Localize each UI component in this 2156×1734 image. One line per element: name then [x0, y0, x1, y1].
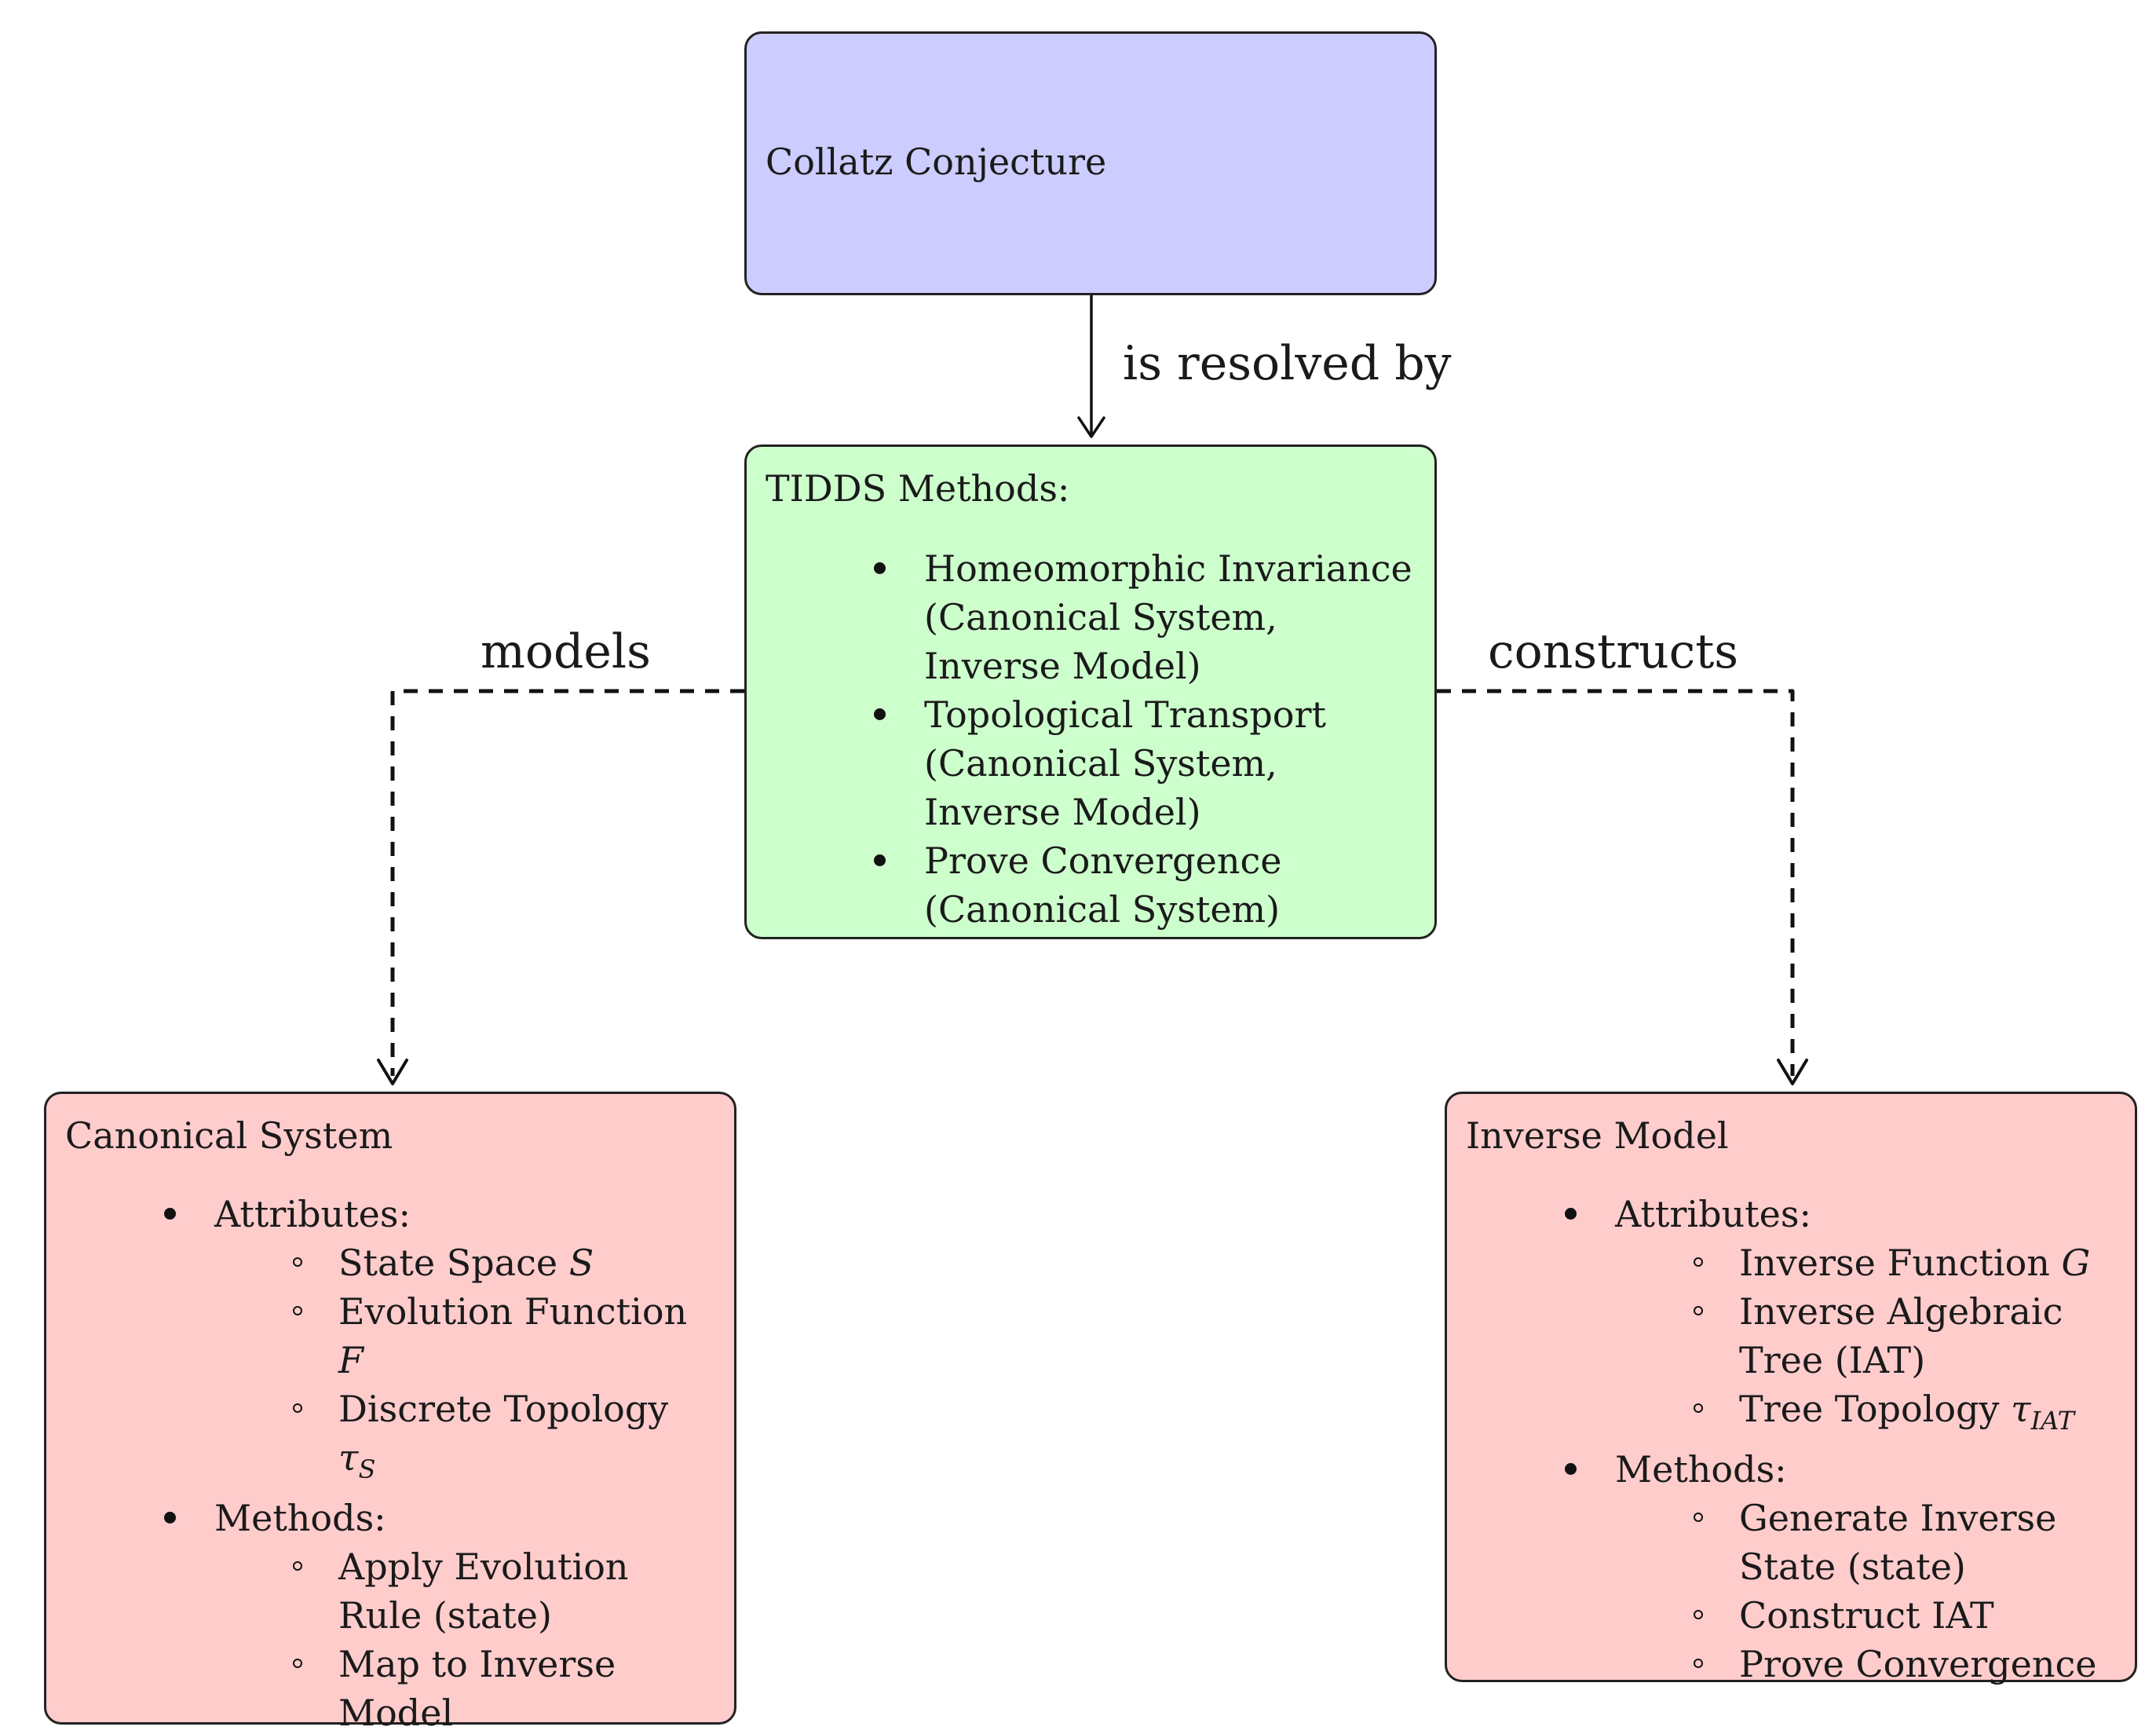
canonical-system-sections: Attributes: State Space S Evolution Func…	[65, 1190, 715, 1734]
inverse-model-sections: Attributes: Inverse Function G Inverse A…	[1466, 1190, 2116, 1688]
canonical-attribute-item: State Space S	[293, 1238, 715, 1287]
math-subscript: IAT	[2030, 1406, 2074, 1436]
canonical-attribute-item: Discrete Topology τS	[293, 1385, 715, 1494]
edge-label-resolved-by: is resolved by	[1123, 336, 1452, 391]
canonical-methods-label: Methods:	[214, 1497, 386, 1539]
inverse-methods-list: Generate Inverse State (state) Construct…	[1615, 1494, 2116, 1688]
canonical-attribute-item: Evolution Function F	[293, 1287, 715, 1385]
canonical-methods-list: Apply Evolution Rule (state) Map to Inve…	[214, 1542, 715, 1734]
math-symbol: F	[338, 1339, 364, 1381]
inverse-method-item: Construct IAT	[1694, 1591, 2116, 1640]
math-symbol: G	[2061, 1242, 2091, 1284]
canonical-methods-section: Methods: Apply Evolution Rule (state) Ma…	[164, 1494, 715, 1734]
inverse-model-node[interactable]: Inverse Model Attributes: Inverse Functi…	[1445, 1092, 2137, 1685]
math-subscript: S	[358, 1454, 376, 1484]
tidds-method-item: Homeomorphic Invariance (Canonical Syste…	[874, 544, 1416, 690]
tidds-methods-title: TIDDS Methods:	[766, 467, 1070, 510]
canonical-attributes-list: State Space S Evolution Function F Discr…	[214, 1238, 715, 1494]
edge-resolved-by	[1077, 294, 1105, 438]
edge-label-constructs: constructs	[1488, 624, 1739, 679]
inverse-attributes-list: Inverse Function G Inverse Algebraic Tre…	[1615, 1238, 2116, 1445]
math-symbol: S	[568, 1242, 594, 1284]
collatz-conjecture-title: Collatz Conjecture	[766, 141, 1107, 183]
tidds-method-item: Prove Convergence (Canonical System)	[874, 836, 1416, 934]
math-symbol: τ	[2011, 1388, 2031, 1430]
inverse-method-item: Prove Convergence	[1694, 1640, 2116, 1688]
canonical-system-title: Canonical System	[65, 1114, 393, 1157]
math-symbol: τ	[338, 1436, 359, 1479]
inverse-attributes-label: Attributes:	[1615, 1193, 1811, 1235]
canonical-method-item: Apply Evolution Rule (state)	[293, 1542, 715, 1640]
canonical-method-item: Map to Inverse Model	[293, 1640, 715, 1734]
inverse-methods-section: Methods: Generate Inverse State (state) …	[1565, 1445, 2116, 1688]
tidds-method-item: Topological Transport (Canonical System,…	[874, 690, 1416, 836]
edge-models	[377, 689, 744, 1085]
inverse-attribute-item: Inverse Function G	[1694, 1238, 2116, 1287]
inverse-method-item: Generate Inverse State (state)	[1694, 1494, 2116, 1591]
inverse-model-title: Inverse Model	[1466, 1114, 1729, 1157]
inverse-attributes-section: Attributes: Inverse Function G Inverse A…	[1565, 1190, 2116, 1445]
edge-constructs	[1437, 689, 1808, 1085]
canonical-system-node[interactable]: Canonical System Attributes: State Space…	[44, 1092, 736, 1734]
edge-label-models: models	[481, 624, 651, 679]
tidds-methods-node[interactable]: TIDDS Methods: Homeomorphic Invariance (…	[744, 444, 1437, 939]
collatz-conjecture-node[interactable]: Collatz Conjecture	[744, 31, 1437, 295]
tidds-methods-list: Homeomorphic Invariance (Canonical Syste…	[766, 544, 1416, 934]
inverse-attribute-item: Tree Topology τIAT	[1694, 1385, 2116, 1445]
canonical-attributes-label: Attributes:	[214, 1193, 411, 1235]
inverse-attribute-item: Inverse Algebraic Tree (IAT)	[1694, 1287, 2116, 1385]
inverse-methods-label: Methods:	[1615, 1448, 1787, 1491]
canonical-attributes-section: Attributes: State Space S Evolution Func…	[164, 1190, 715, 1494]
